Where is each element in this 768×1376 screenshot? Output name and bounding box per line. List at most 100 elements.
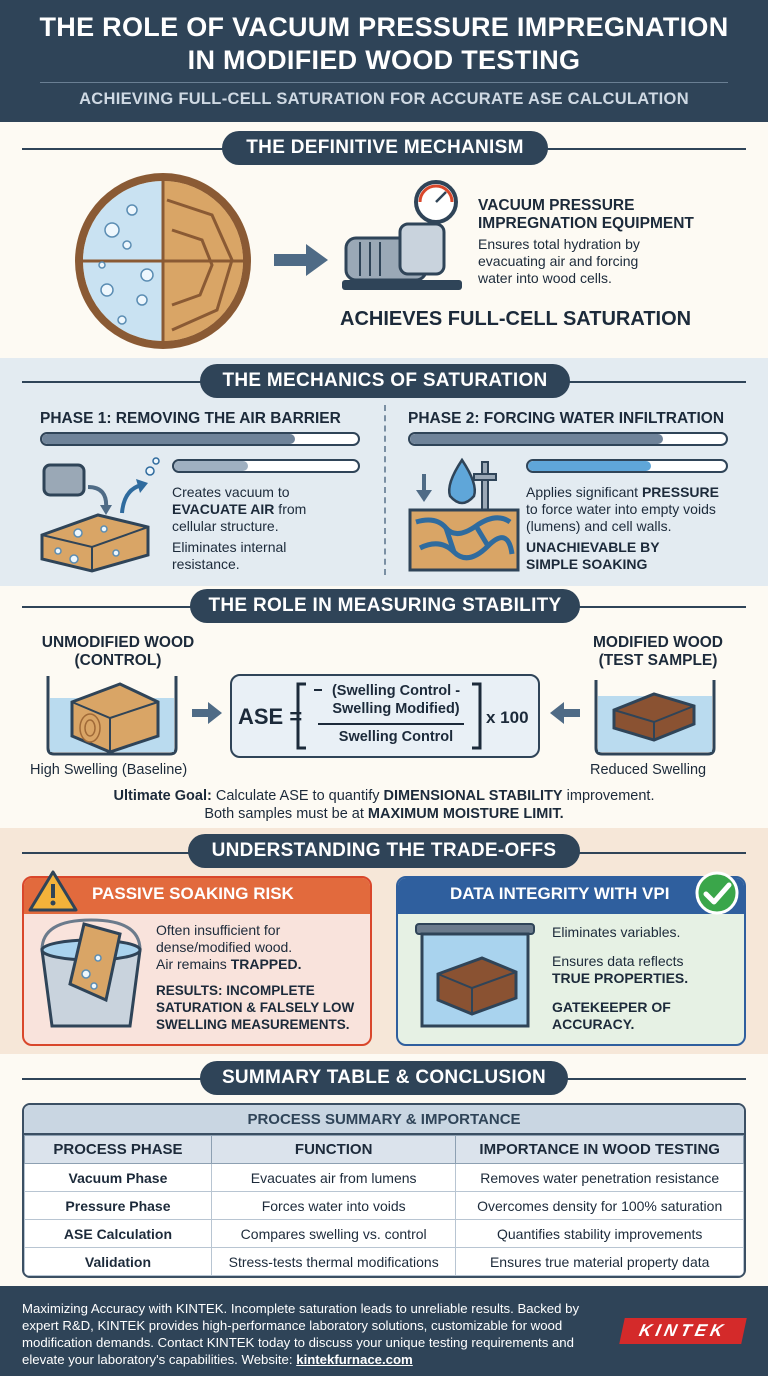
phase1-line5: resistance. — [172, 556, 240, 572]
phase1-line3: cellular structure. — [172, 518, 279, 534]
goal-line2: Both samples must be at MAXIMUM MOISTURE… — [0, 806, 768, 822]
equipment-desc-line3: water into wood cells. — [478, 270, 612, 286]
summary-pill: SUMMARY TABLE & CONCLUSION — [200, 1061, 568, 1095]
risk-card-title: PASSIVE SOAKING RISK — [92, 884, 294, 903]
risk-line2: dense/modified wood. — [156, 939, 293, 955]
table-header-row: PROCESS PHASE FUNCTION IMPORTANCE IN WOO… — [24, 1135, 744, 1164]
vpi-card-header — [398, 878, 744, 914]
equipment-desc-line2: evacuating air and forcing — [478, 253, 639, 269]
arrow-right-icon — [192, 702, 222, 724]
goal-text: Calculate ASE to quantify — [211, 788, 384, 804]
page-title-line2: IN MODIFIED WOOD TESTING — [187, 45, 581, 75]
risk-line3: Air remains TRAPPED. — [156, 956, 301, 973]
vpi-line3: TRUE PROPERTIES. — [552, 970, 689, 986]
column-header: FUNCTION — [210, 1135, 457, 1164]
stability-pill: THE ROLE IN MEASURING STABILITY — [190, 589, 580, 623]
summary-table: PROCESS SUMMARY & IMPORTANCE PROCESS PHA… — [22, 1103, 746, 1278]
test-title-line2: (TEST SAMPLE) — [598, 652, 718, 669]
table-cell: Compares swelling vs. control — [210, 1219, 457, 1248]
phase1-line2-bold: EVACUATE AIR — [172, 501, 275, 517]
risk-result-line3: SWELLING MEASUREMENTS. — [156, 1017, 350, 1032]
equipment-desc-line1: Ensures total hydration by — [478, 236, 640, 252]
table-cell: Validation — [24, 1247, 212, 1276]
phase2-line2: to force water into empty voids — [526, 501, 716, 517]
phase1-line4: Eliminates internal — [172, 539, 287, 555]
phase1-title: PHASE 1: REMOVING THE AIR BARRIER — [40, 410, 341, 427]
warning-icon — [28, 870, 78, 912]
table-row: Pressure Phase Forces water into voids O… — [24, 1191, 744, 1220]
phase2-line3: (lumens) and cell walls. — [526, 518, 672, 534]
column-header: IMPORTANCE IN WOOD TESTING — [455, 1135, 744, 1164]
phase1-line2: EVACUATE AIR from — [172, 501, 306, 518]
mechanism-pill: THE DEFINITIVE MECHANISM — [222, 131, 548, 165]
formula-numerator-line1: (Swelling Control - — [331, 683, 461, 699]
page-subtitle: ACHIEVING FULL-CELL SATURATION FOR ACCUR… — [79, 90, 689, 108]
phase2-title: PHASE 2: FORCING WATER INFILTRATION — [408, 410, 725, 427]
page-title-line1: THE ROLE OF VACUUM PRESSURE IMPREGNATION — [39, 12, 729, 42]
table-cell: Ensures true material property data — [455, 1247, 744, 1276]
table-caption: PROCESS SUMMARY & IMPORTANCE — [24, 1105, 744, 1135]
table-cell: Overcomes density for 100% saturation — [455, 1191, 744, 1220]
risk-line3-text: Air remains — [156, 956, 231, 972]
goal2-text: Both samples must be at — [204, 806, 368, 822]
table-cell: Forces water into voids — [210, 1191, 457, 1220]
table-cell: Stress-tests thermal modifications — [210, 1247, 457, 1276]
table-cell: ASE Calculation — [24, 1219, 212, 1248]
phase2-line1-text: Applies significant — [526, 484, 642, 500]
vpi-chamber-icon — [415, 923, 535, 1028]
vacuum-wood-icon — [40, 457, 160, 573]
phase2-line1-bold: PRESSURE — [641, 484, 719, 500]
control-title-line1: UNMODIFIED WOOD — [41, 634, 195, 651]
vpi-line5: ACCURACY. — [552, 1016, 635, 1032]
phase2-progress-bar — [408, 432, 728, 446]
footer-body: Maximizing Accuracy with KINTEK. Incompl… — [22, 1301, 580, 1367]
header-rule — [40, 82, 728, 83]
kintek-logo: KINTEK — [619, 1318, 747, 1344]
vpi-card-title: DATA INTEGRITY WITH VPI — [450, 884, 670, 903]
column-header: PROCESS PHASE — [24, 1135, 212, 1164]
control-water-tank-icon — [46, 676, 178, 756]
checkmark-icon — [695, 871, 739, 915]
table-cell: Quantifies stability improvements — [455, 1219, 744, 1248]
footer: Maximizing Accuracy with KINTEK. Incompl… — [0, 1286, 768, 1376]
table-row: Validation Stress-tests thermal modifica… — [24, 1247, 744, 1276]
test-caption: Reduced Swelling — [590, 762, 707, 778]
phase1-progress-bar — [40, 432, 360, 446]
phase2-line5: SIMPLE SOAKING — [526, 556, 648, 572]
formula-lhs: ASE = — [238, 704, 303, 729]
arrow-left-icon — [550, 702, 580, 724]
table-row: ASE Calculation Compares swelling vs. co… — [24, 1219, 744, 1248]
goal2-bold: MAXIMUM MOISTURE LIMIT. — [367, 806, 564, 822]
equipment-title-line1: VACUUM PRESSURE — [478, 197, 635, 214]
table-cell: Removes water penetration resistance — [455, 1163, 744, 1192]
soaking-bucket-icon — [40, 918, 142, 1028]
saturation-pill: THE MECHANICS OF SATURATION — [200, 364, 570, 398]
vacuum-pump-icon — [342, 180, 462, 290]
goal-label: Ultimate Goal: — [113, 788, 212, 804]
risk-line3-bold: TRAPPED. — [230, 956, 302, 972]
test-water-tank-icon — [594, 680, 716, 756]
control-caption: High Swelling (Baseline) — [30, 762, 188, 778]
vpi-line1: Eliminates variables. — [552, 924, 681, 940]
formula-numerator-line2: Swelling Modified) — [332, 701, 460, 717]
formula-multiplier: x 100 — [486, 708, 529, 727]
footer-text: Maximizing Accuracy with KINTEK. Incompl… — [22, 1300, 612, 1368]
water-pressure-icon — [408, 457, 520, 572]
ase-formula-box — [230, 674, 540, 758]
phase1-line1: Creates vacuum to — [172, 484, 290, 500]
table-cell: Pressure Phase — [24, 1191, 212, 1220]
vpi-card — [396, 876, 746, 1046]
risk-card-header — [24, 878, 370, 914]
phase-separator — [384, 405, 386, 575]
phase2-line1: Applies significant PRESSURE — [526, 484, 719, 501]
formula-denominator: Swelling Control — [338, 729, 454, 745]
vpi-line2: Ensures data reflects — [552, 953, 684, 969]
control-title-line2: (CONTROL) — [74, 652, 162, 669]
risk-result-line2: SATURATION & FALSELY LOW — [156, 1000, 355, 1015]
wood-cross-section-icon — [75, 173, 251, 349]
risk-result-line1: RESULTS: INCOMPLETE — [156, 983, 315, 998]
phase1-line2-rest: from — [274, 501, 307, 517]
website-link[interactable]: kintekfurnace.com — [296, 1352, 413, 1367]
equipment-title-line2: IMPREGNATION EQUIPMENT — [478, 215, 694, 232]
vpi-line4: GATEKEEPER OF — [552, 999, 671, 1015]
